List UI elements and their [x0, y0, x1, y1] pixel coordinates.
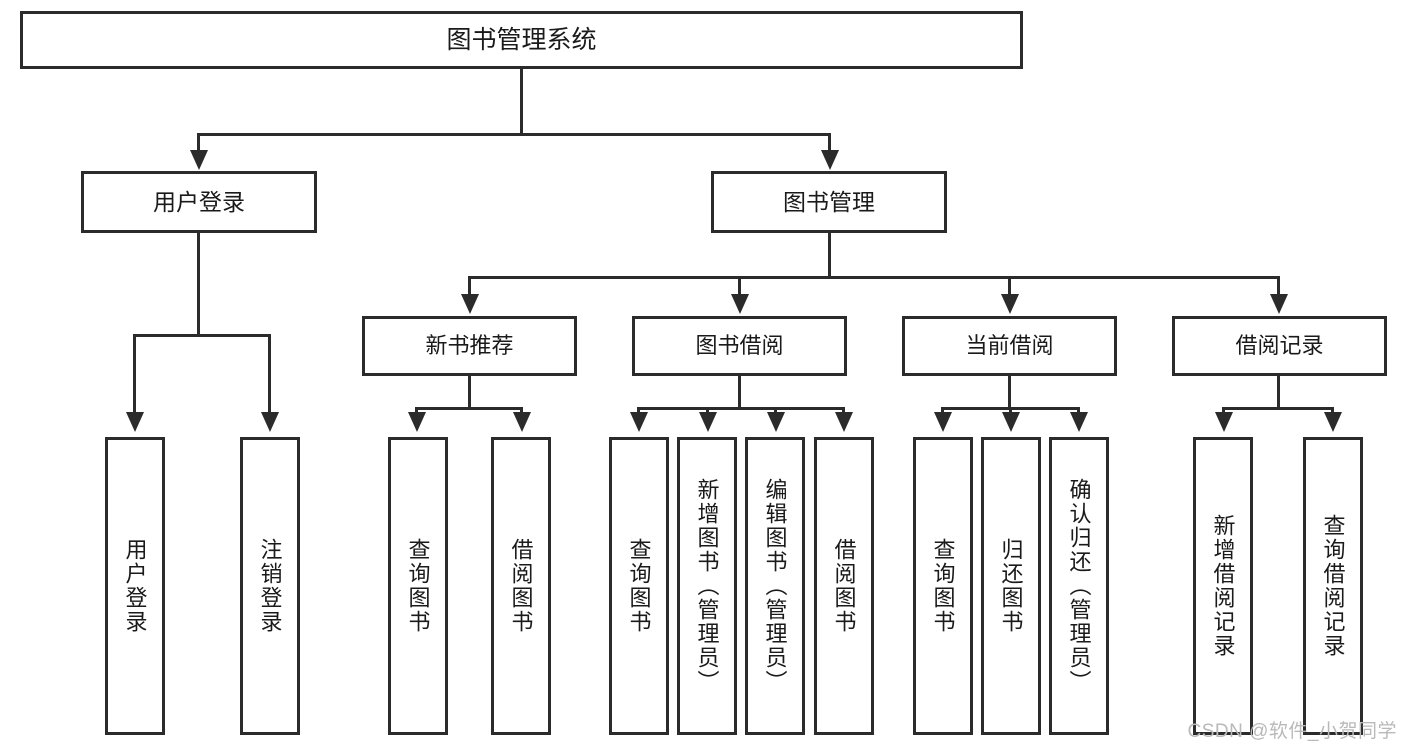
- node-root[interactable]: 图书管理系统: [20, 11, 1023, 69]
- leaf-add-borrow-record[interactable]: 新增借阅记录: [1193, 437, 1253, 735]
- edge-drop-book-manage: [828, 133, 831, 158]
- leaf-query-borrow-record[interactable]: 查询借阅记录: [1303, 437, 1363, 735]
- leaf-user-login[interactable]: 用户登录: [105, 437, 165, 735]
- edge-drop-book-borrow: [738, 276, 741, 302]
- arrowhead-leaf-user-login-2: [261, 412, 279, 432]
- arrowhead-book-borrow: [731, 294, 749, 314]
- edge-drop-new-book: [468, 276, 471, 302]
- leaf-confirm-return-admin[interactable]: 确认归还（管理员）: [1049, 437, 1109, 735]
- edge-drop-leaf-user-login-1: [133, 334, 136, 420]
- node-book-manage[interactable]: 图书管理: [711, 171, 947, 233]
- leaf-query-book-cb[interactable]: 查询图书: [913, 437, 973, 735]
- arrowhead-leaf-br-2: [1324, 412, 1342, 432]
- leaf-edit-book-admin[interactable]: 编辑图书（管理员）: [745, 437, 805, 735]
- node-book-borrow[interactable]: 图书借阅: [632, 316, 847, 376]
- edge-drop-user-login: [197, 133, 200, 158]
- edge-drop-current-borrow: [1008, 276, 1011, 302]
- arrowhead-new-book: [461, 294, 479, 314]
- arrowhead-leaf-bb-2: [699, 412, 717, 432]
- arrowhead-leaf-bb-3: [767, 412, 785, 432]
- edge-user-login-stem: [197, 233, 200, 336]
- edge-current-borrow-stem: [1008, 376, 1011, 409]
- node-user-login[interactable]: 用户登录: [81, 171, 317, 233]
- edge-borrow-record-stem: [1277, 376, 1280, 409]
- edge-user-login-bus: [133, 334, 271, 337]
- arrowhead-leaf-bb-4: [835, 412, 853, 432]
- edge-book-borrow-bus: [637, 407, 845, 410]
- arrowhead-user-login: [190, 150, 208, 170]
- arrowhead-leaf-nb-2: [513, 412, 531, 432]
- arrowhead-leaf-nb-1: [408, 412, 426, 432]
- edge-drop-leaf-user-login-2: [268, 334, 271, 420]
- edge-drop-borrow-record: [1277, 276, 1280, 302]
- leaf-borrow-book-nb[interactable]: 借阅图书: [491, 437, 551, 735]
- node-current-borrow[interactable]: 当前借阅: [902, 316, 1117, 376]
- arrowhead-borrow-record: [1270, 294, 1288, 314]
- leaf-query-book-bb[interactable]: 查询图书: [609, 437, 669, 735]
- arrowhead-leaf-bb-1: [630, 412, 648, 432]
- edge-book-manage-stem: [828, 233, 831, 278]
- csdn-watermark: CSDN @软件_小贺同学: [1187, 721, 1397, 742]
- edge-level2-bus: [197, 133, 831, 136]
- edge-book-borrow-stem: [738, 376, 741, 409]
- edge-borrow-record-bus: [1222, 407, 1334, 410]
- arrowhead-leaf-cb-3: [1070, 412, 1088, 432]
- arrowhead-leaf-br-1: [1215, 412, 1233, 432]
- leaf-query-book-nb[interactable]: 查询图书: [388, 437, 448, 735]
- edge-root-stem: [520, 69, 523, 135]
- arrowhead-current-borrow: [1001, 294, 1019, 314]
- arrowhead-book-manage: [821, 150, 839, 170]
- leaf-return-book[interactable]: 归还图书: [981, 437, 1041, 735]
- edge-new-book-bus: [415, 407, 523, 410]
- arrowhead-leaf-user-login-1: [126, 412, 144, 432]
- arrowhead-leaf-cb-2: [1002, 412, 1020, 432]
- leaf-logout[interactable]: 注销登录: [240, 437, 300, 735]
- edge-new-book-stem: [468, 376, 471, 409]
- edge-level3-bus: [468, 276, 1280, 279]
- node-borrow-record[interactable]: 借阅记录: [1172, 316, 1387, 376]
- node-new-book-recommend[interactable]: 新书推荐: [362, 316, 577, 376]
- arrowhead-leaf-cb-1: [934, 412, 952, 432]
- leaf-borrow-book-bb[interactable]: 借阅图书: [814, 437, 874, 735]
- leaf-add-book-admin[interactable]: 新增图书（管理员）: [677, 437, 737, 735]
